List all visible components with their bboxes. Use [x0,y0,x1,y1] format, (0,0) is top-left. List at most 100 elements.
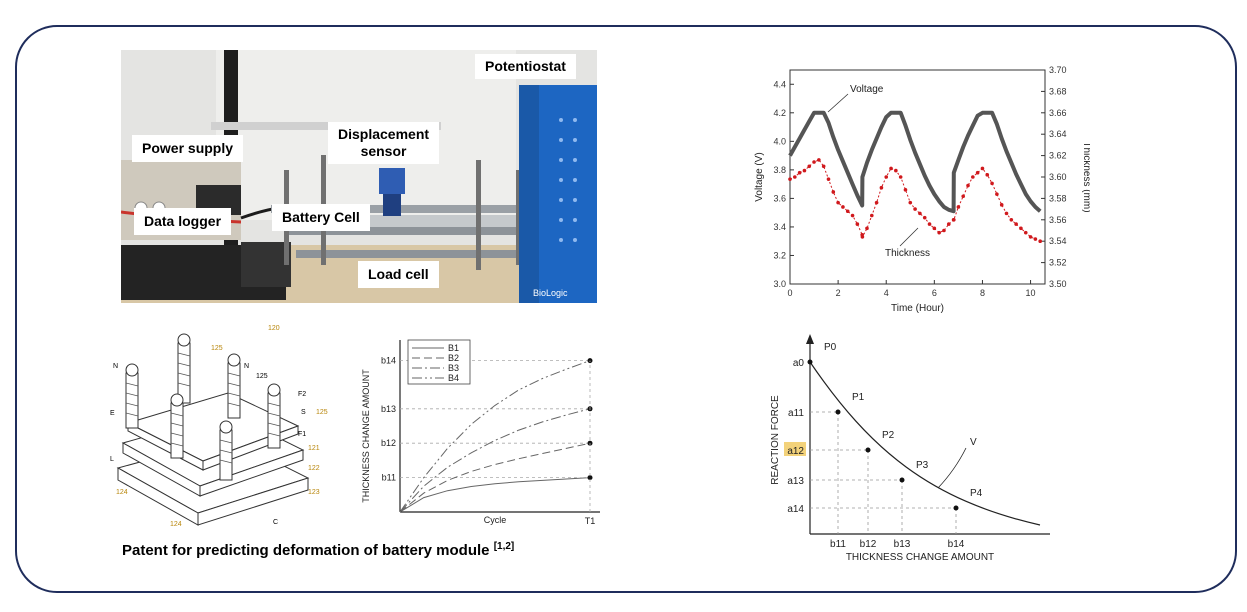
point-label: P1 [852,392,865,403]
point-label: P4 [970,488,983,499]
curve-point [899,477,905,483]
series-line-b4 [399,360,591,513]
curve-point [865,447,871,453]
springs [125,333,281,481]
label-data-logger: Data logger [134,208,232,235]
curve-point [807,359,813,365]
y2-tick-label: 3.62 [1049,151,1067,161]
y2-tick-label: 3.56 [1049,215,1067,225]
x-tick-label: b12 [860,539,877,550]
x-axis-label: Cycle [484,515,507,525]
x-tick-label: b11 [830,539,846,550]
thickness-point [879,185,884,190]
x-tick-label: b13 [894,539,911,550]
label-potentiostat: Potentiostat [475,54,576,79]
figure-caption: Patent for predicting deformation of bat… [122,541,602,559]
y-tick-label: 4.0 [773,136,786,146]
ref-label: L [110,456,114,463]
legend-label: B2 [448,353,459,363]
label-load-cell: Load cell [358,261,439,288]
ref-label: 125 [256,373,268,380]
battery-module-drawing: 120 125 125 125 121 122 123 124 124 C N … [110,325,328,528]
y-tick-label: 3.4 [773,222,786,232]
y-tick-label: b11 [382,473,396,483]
legend-label: B3 [448,363,459,373]
series-line-voltage [788,110,1042,214]
ref-label: 124 [170,521,182,528]
x-tick-label: 0 [787,288,792,298]
series-line-thickness [789,159,1041,242]
point-label: P3 [916,460,929,471]
y2-tick-label: 3.50 [1049,279,1067,289]
y-axis-arrow [806,334,814,344]
x-tick-label: 10 [1026,288,1036,298]
annotation-arrow [827,93,849,113]
ref-label: S [301,409,306,416]
y-tick-label: 3.8 [773,165,786,175]
series-line-b2 [399,442,591,513]
y-axis-label: THICKNESS CHANGE AMOUNT [361,369,371,503]
curve-point [953,505,959,511]
ref-label: 121 [308,445,320,452]
y-tick-label: 3.2 [773,250,786,260]
brand-label: BioLogic [533,288,568,298]
y2-tick-label: 3.60 [1049,172,1067,182]
y2-tick-label: 3.70 [1049,65,1067,75]
annotation-voltage: Voltage [850,84,884,95]
x-tick-label: T1 [585,516,596,526]
curve-point [835,409,841,415]
x-tick-label: 2 [836,288,841,298]
ref-label: F1 [298,431,306,438]
y2-axis-label: Thickness (mm) [1081,141,1090,212]
series-line-b3 [399,408,591,513]
y-tick-label: 4.2 [773,108,786,118]
ref-label: N [113,363,118,370]
ref-label: F2 [298,391,306,398]
x-axis-label: THICKNESS CHANGE AMOUNT [846,552,994,563]
end-point [587,475,593,481]
thickness-point [874,200,879,205]
annotation-arrow [899,227,919,247]
y-tick-label: a13 [787,476,804,487]
y-tick-label: b13 [381,404,396,414]
ref-label: C [273,519,278,526]
x-axis-label: Time (Hour) [891,303,944,314]
legend-label: B1 [448,343,459,353]
y2-tick-label: 3.52 [1049,258,1067,268]
y2-tick-label: 3.54 [1049,236,1067,246]
caption-text: Patent for predicting deformation of bat… [122,542,490,559]
y2-tick-label: 3.68 [1049,86,1067,96]
x-tick-label: 4 [884,288,889,298]
y-tick-label: a14 [787,504,804,515]
y-tick-label: a12 [787,446,804,457]
thickness-point [788,177,792,181]
y-axis-label: Voltage (V) [754,152,765,201]
curve-label: V [970,437,977,448]
reaction-force-svg: P0a0b11P1a11b12P2a12b13P3a13b14P4a14VTHI… [770,334,1050,563]
ref-label: 124 [116,489,128,496]
thickness-point [995,192,999,196]
y-axis-label: REACTION FORCE [770,395,781,485]
thickness-point [903,188,908,192]
y2-tick-label: 3.58 [1049,193,1067,203]
legend-label: B4 [448,373,459,383]
caption-refs: [1,2] [493,541,515,552]
y-tick-label: 3.6 [773,193,786,203]
y-tick-label: 4.4 [773,79,786,89]
thickness-point [990,181,994,186]
label-power-supply: Power supply [132,135,244,162]
curve-label-pointer [937,447,967,489]
ref-label: 122 [308,465,320,472]
x-tick-label: 6 [932,288,937,298]
thickness-point [961,194,966,199]
test-setup-photo: BioLogic Potentiostat Power supply Displ… [121,50,597,303]
label-displacement-sensor: Displacement sensor [328,122,440,164]
x-tick-label: 8 [980,288,985,298]
patent-drawing: 120 125 125 125 121 122 123 124 124 C N … [108,318,336,536]
thickness-point [956,205,961,209]
series-line-b1 [399,477,591,513]
label-battery-cell: Battery Cell [272,204,370,231]
ref-label: 125 [316,409,328,416]
